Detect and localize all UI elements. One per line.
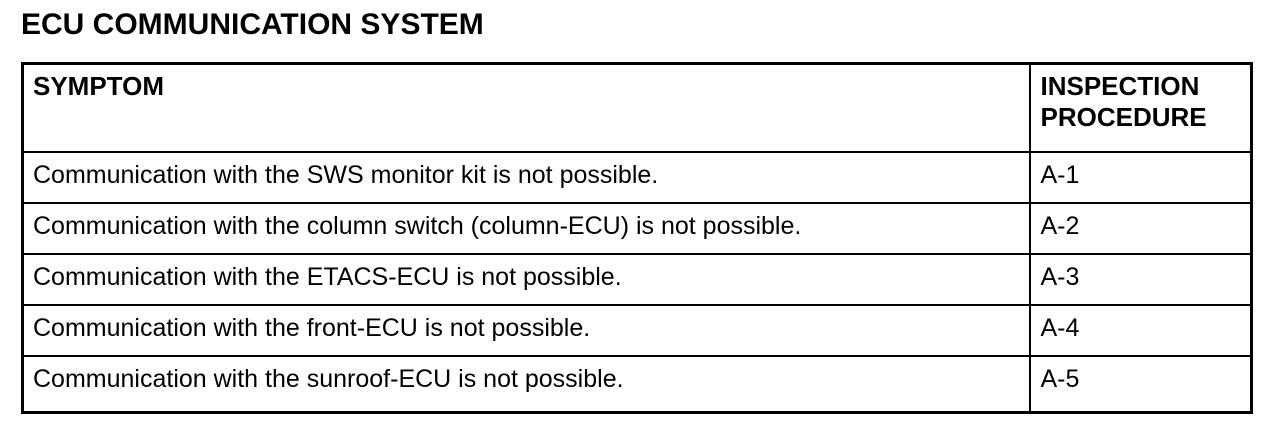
column-header-inspection-procedure: INSPECTION PROCEDURE	[1029, 63, 1252, 153]
symptom-cell: Communication with the column switch (co…	[22, 202, 1031, 255]
symptom-cell: Communication with the sunroof-ECU is no…	[22, 355, 1031, 413]
page-title: ECU COMMUNICATION SYSTEM	[21, 8, 484, 41]
symptom-cell: Communication with the SWS monitor kit i…	[22, 151, 1031, 204]
column-header-inspection-procedure-line2: PROCEDURE	[1040, 102, 1207, 132]
table-row: Communication with the front-ECU is not …	[22, 304, 1252, 357]
procedure-cell: A-4	[1029, 304, 1252, 357]
table-header-row: SYMPTOM INSPECTION PROCEDURE	[22, 63, 1252, 153]
procedure-cell: A-5	[1029, 355, 1252, 413]
procedure-cell: A-2	[1029, 202, 1252, 255]
symptom-cell: Communication with the ETACS-ECU is not …	[22, 253, 1031, 306]
column-header-symptom: SYMPTOM	[22, 63, 1031, 153]
column-header-inspection-procedure-line1: INSPECTION	[1040, 71, 1200, 101]
procedure-cell: A-3	[1029, 253, 1252, 306]
column-header-symptom-label: SYMPTOM	[33, 71, 164, 101]
procedure-cell: A-1	[1029, 151, 1252, 204]
table-row: Communication with the sunroof-ECU is no…	[22, 355, 1252, 413]
table-row: Communication with the ETACS-ECU is not …	[22, 253, 1252, 306]
table-row: Communication with the column switch (co…	[22, 202, 1252, 255]
table-row: Communication with the SWS monitor kit i…	[22, 151, 1252, 204]
symptom-cell: Communication with the front-ECU is not …	[22, 304, 1031, 357]
symptom-inspection-table: SYMPTOM INSPECTION PROCEDURE Communicati…	[21, 62, 1253, 414]
